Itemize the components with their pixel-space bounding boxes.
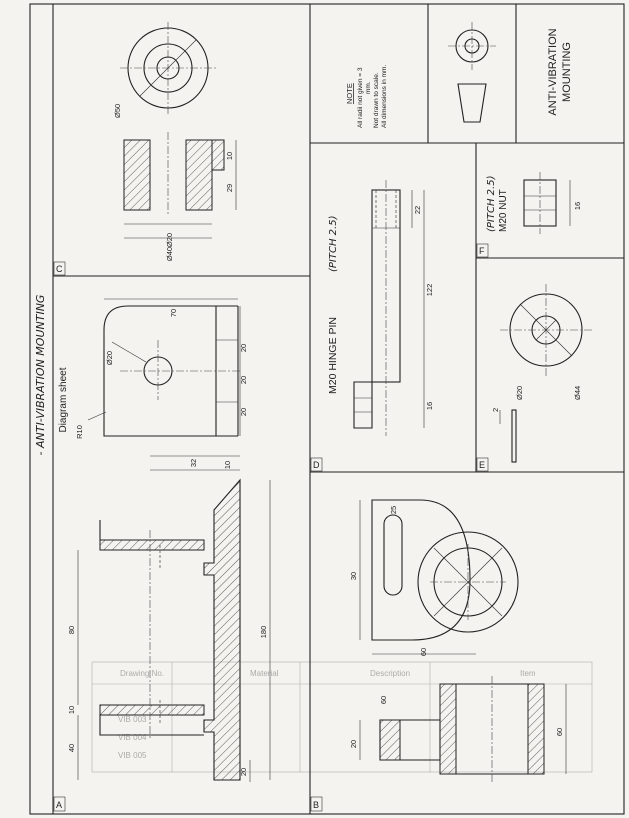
link-section-dims: 20 60 60 bbox=[349, 696, 564, 748]
sheet-subtitle: Diagram sheet bbox=[58, 367, 69, 432]
svg-text:60: 60 bbox=[419, 648, 428, 656]
hinge-pin-dims: 22 122 16 bbox=[413, 206, 434, 410]
hinge-pin-view bbox=[353, 180, 425, 436]
panel-label-F: F bbox=[476, 243, 489, 258]
svg-text:60: 60 bbox=[555, 728, 564, 736]
svg-text:Ø20: Ø20 bbox=[515, 386, 524, 400]
nut-caption-note: (PITCH 2.5) bbox=[486, 176, 497, 232]
nut-dim-16: 16 bbox=[573, 202, 582, 210]
svg-text:Description: Description bbox=[370, 669, 410, 678]
svg-text:A: A bbox=[56, 800, 62, 810]
panel-grid bbox=[53, 4, 624, 814]
svg-text:32: 32 bbox=[189, 459, 198, 467]
svg-text:122: 122 bbox=[425, 284, 434, 297]
link-section-view bbox=[359, 676, 567, 782]
svg-text:Material: Material bbox=[250, 669, 279, 678]
svg-text:20: 20 bbox=[239, 768, 248, 776]
sheet-border bbox=[29, 3, 625, 815]
svg-text:Ø20: Ø20 bbox=[105, 351, 114, 365]
sheet-title: - ANTI-VIBRATION MOUNTING bbox=[34, 295, 47, 456]
svg-text:29: 29 bbox=[225, 184, 234, 192]
background-ghost-table: Item Description Material Drawing No. VI… bbox=[91, 661, 593, 773]
svg-text:VIB 004: VIB 004 bbox=[118, 733, 147, 742]
svg-text:E: E bbox=[479, 460, 485, 470]
svg-text:VIB 003: VIB 003 bbox=[118, 715, 147, 724]
svg-text:20: 20 bbox=[349, 740, 358, 748]
svg-text:ANTI-VIBRATION: ANTI-VIBRATION bbox=[547, 28, 559, 115]
svg-text:All dimensions in mm.: All dimensions in mm. bbox=[381, 65, 388, 128]
svg-text:All radii not given = 3: All radii not given = 3 bbox=[357, 67, 364, 128]
bracket-section-view bbox=[77, 455, 271, 782]
svg-text:NOTE: NOTE bbox=[345, 83, 354, 104]
svg-text:10: 10 bbox=[67, 706, 76, 714]
svg-text:VIB 005: VIB 005 bbox=[118, 751, 147, 760]
svg-text:25: 25 bbox=[389, 506, 398, 514]
svg-text:MOUNTING: MOUNTING bbox=[561, 42, 573, 102]
svg-text:40: 40 bbox=[67, 744, 76, 752]
hinge-pin-caption: M20 HINGE PIN bbox=[327, 317, 339, 394]
link-plan-dims: 30 60 25 bbox=[349, 506, 428, 656]
note-block: NOTE All radii not given = 3 mm. Not dra… bbox=[345, 65, 388, 128]
svg-text:mm.: mm. bbox=[365, 81, 372, 94]
svg-text:30: 30 bbox=[349, 572, 358, 580]
svg-text:10: 10 bbox=[225, 152, 234, 160]
svg-text:Ø20: Ø20 bbox=[165, 233, 174, 247]
panel-label-A: A bbox=[53, 796, 66, 812]
panel-label-D: D bbox=[310, 457, 323, 472]
svg-text:B: B bbox=[313, 800, 319, 810]
svg-text:60: 60 bbox=[379, 696, 388, 704]
bracket-top-view bbox=[103, 298, 241, 437]
svg-text:D: D bbox=[313, 460, 320, 470]
title-block: ANTI-VIBRATION MOUNTING bbox=[547, 28, 573, 115]
svg-text:Ø44: Ø44 bbox=[573, 386, 582, 400]
svg-text:10: 10 bbox=[223, 461, 232, 469]
panel-label-E: E bbox=[476, 457, 489, 472]
svg-text:20: 20 bbox=[239, 408, 248, 416]
link-plan-view bbox=[359, 499, 519, 655]
bracket-top-dims: 70 20 20 20 R10 Ø20 bbox=[75, 309, 248, 439]
svg-text:R10: R10 bbox=[75, 425, 84, 439]
svg-text:Item: Item bbox=[520, 669, 536, 678]
projection-symbol bbox=[448, 22, 496, 123]
svg-text:2: 2 bbox=[491, 408, 500, 412]
hinge-pin-caption-note: (PITCH 2.5) bbox=[328, 216, 339, 272]
svg-text:180: 180 bbox=[259, 626, 268, 639]
nut-caption: M20 NUT bbox=[498, 189, 509, 232]
svg-text:F: F bbox=[479, 246, 485, 256]
svg-text:70: 70 bbox=[169, 309, 178, 317]
washer-view bbox=[499, 284, 592, 463]
nut-view bbox=[523, 172, 571, 234]
svg-text:20: 20 bbox=[239, 344, 248, 352]
bush-dims: Ø20 Ø40 10 29 bbox=[165, 152, 234, 261]
svg-text:Drawing No.: Drawing No. bbox=[120, 669, 164, 678]
panel-label-C: C bbox=[53, 261, 66, 276]
svg-text:Not drawn to scale.: Not drawn to scale. bbox=[373, 72, 380, 128]
svg-text:C: C bbox=[56, 264, 63, 274]
svg-text:22: 22 bbox=[413, 206, 422, 214]
washer-dims: Ø20 Ø44 2 bbox=[491, 386, 582, 412]
panel-label-B: B bbox=[310, 796, 323, 812]
svg-text:20: 20 bbox=[239, 376, 248, 384]
svg-text:80: 80 bbox=[67, 626, 76, 634]
svg-text:16: 16 bbox=[425, 402, 434, 410]
svg-text:Ø50: Ø50 bbox=[113, 104, 122, 118]
svg-text:Ø40: Ø40 bbox=[165, 247, 174, 261]
bracket-section-dims: 80 40 10 180 20 32 10 bbox=[67, 459, 268, 776]
bush-section-view bbox=[123, 132, 237, 239]
bush-plan-view: Ø50 bbox=[113, 22, 216, 118]
